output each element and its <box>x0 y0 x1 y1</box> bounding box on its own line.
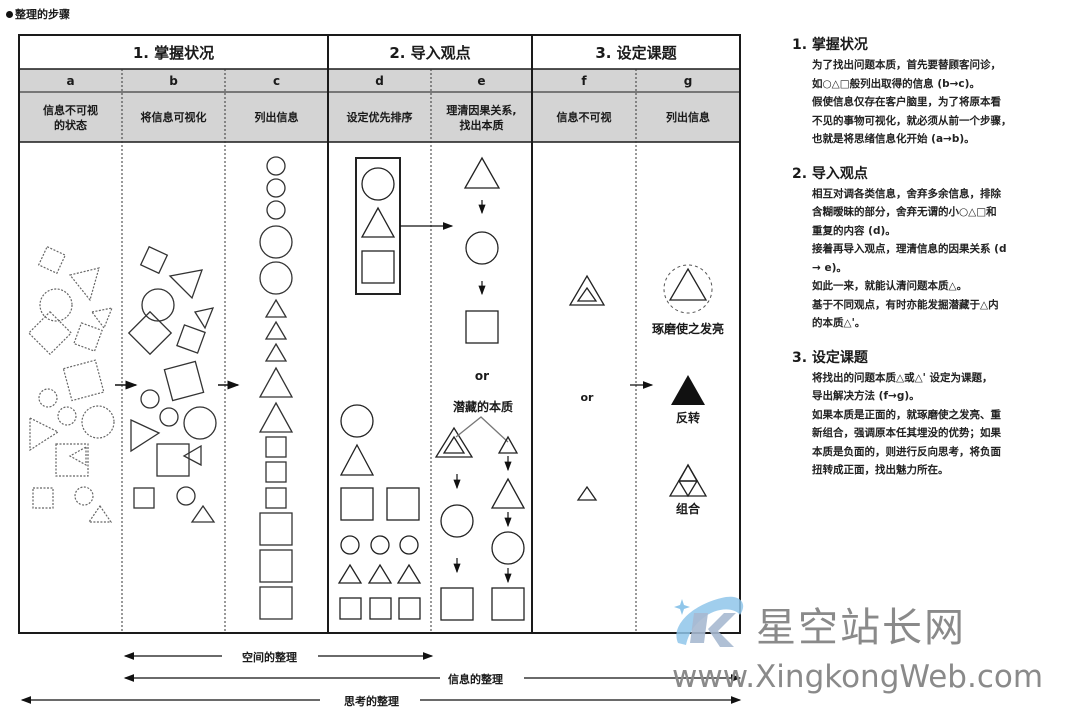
column-c-letter: c <box>272 74 281 88</box>
column-c-desc: 列出信息 <box>254 111 299 124</box>
column-d-shapes <box>337 157 422 620</box>
section-1-title: 1. 掌握状况 <box>132 43 215 62</box>
note-2-line: 含糊暧昧的部分，舍弃无谓的小○△□和 <box>812 206 997 218</box>
note-3-line: 新组合，强调原本任其埋没的优势；如果 <box>812 427 1001 439</box>
watermark-en-text: www.XingkongWeb.com <box>672 659 1044 695</box>
watermark: 星空站长网 www.XingkongWeb.com <box>664 585 1074 705</box>
column-d-letter: d <box>375 74 384 88</box>
column-c-shapes <box>258 156 294 620</box>
column-b-shapes <box>127 245 217 523</box>
column-a-shapes <box>27 245 115 523</box>
diagram-graphics <box>18 34 742 704</box>
note-1-line: 不见的事物可视化，就必须从前一个步骤， <box>812 114 1012 127</box>
note-2-line: → e)。 <box>812 261 847 274</box>
column-a-desc-line1: 信息不可视 <box>43 103 98 117</box>
page-title-text: 整理的步骤 <box>15 8 70 21</box>
xingkong-logo-icon <box>674 596 744 647</box>
column-f-shapes <box>568 274 606 501</box>
reverse-label: 反转 <box>675 411 700 425</box>
column-e-shapes <box>434 156 526 621</box>
column-b-letter: b <box>169 74 178 88</box>
column-d-desc: 设定优先排序 <box>346 111 413 124</box>
note-step-1: 1. 掌握状况 为了找出问题本质，首先要替顾客问诊， 如○△□般列出取得的信息 … <box>792 34 1072 149</box>
note-1-line: 如○△□般列出取得的信息 (b→c)。 <box>812 77 980 90</box>
note-3-line: 导出解决方法 (f→g)。 <box>812 390 920 402</box>
note-step-3: 3. 设定课题 将找出的问题本质△或△' 设定为课题， 导出解决方法 (f→g)… <box>792 347 1072 480</box>
note-2-line: 相互对调各类信息，舍弃多余信息，排除 <box>812 187 1001 200</box>
column-f-or-label: or <box>580 391 594 404</box>
note-3-line: 扭转成正面，找出魅力所在。 <box>812 464 949 476</box>
note-3-line: 本质是负面的，则进行反向思考，将负面 <box>812 445 1001 458</box>
bullet-dot-icon <box>6 11 13 18</box>
section-3-title: 3. 设定课题 <box>595 43 677 62</box>
column-a-desc: 信息不可视的状态 <box>19 93 122 142</box>
note-2-line: 接着再导入观点，理清信息的因果关系 (d <box>812 243 1007 255</box>
explanation-notes: 1. 掌握状况 为了找出问题本质，首先要替顾客问诊， 如○△□般列出取得的信息 … <box>792 34 1072 494</box>
note-1-line: 也就是将思绪信息化开始 (a→b)。 <box>812 133 975 145</box>
range-spatial-label: 空间的整理 <box>238 649 301 665</box>
column-e-or-label: or <box>474 369 490 383</box>
column-e-desc-line1: 理清因果关系, <box>446 103 517 117</box>
note-2-line: 基于不同观点，有时亦能发掘潜藏于△内 <box>812 298 999 311</box>
note-1-line: 假使信息仅存在客户脑里，为了将原本看 <box>812 96 1001 108</box>
section-2-title: 2. 导入观点 <box>389 43 471 62</box>
column-b-desc: 将信息可视化 <box>140 111 207 124</box>
note-3-line: 将找出的问题本质△或△' 设定为课题， <box>812 371 993 384</box>
hidden-essence-label: 潜藏的本质 <box>452 400 513 414</box>
column-g-letter: g <box>683 74 693 88</box>
note-1-heading: 1. 掌握状况 <box>792 37 868 53</box>
page-title: 整理的步骤 <box>6 6 70 22</box>
column-a-desc-line2: 的状态 <box>54 118 87 132</box>
note-2-line: 如此一来，就能认清问题本质△。 <box>812 280 968 292</box>
column-e-letter: e <box>477 74 486 88</box>
note-2-heading: 2. 导入观点 <box>792 165 868 182</box>
note-3-body: 将找出的问题本质△或△' 设定为课题， 导出解决方法 (f→g)。 如果本质是正… <box>812 369 1072 480</box>
column-f-letter: f <box>581 74 587 88</box>
column-e-desc: 理清因果关系,找出本质 <box>431 93 532 142</box>
watermark-cn-text: 星空站长网 <box>756 605 966 651</box>
column-e-desc-line2: 找出本质 <box>459 118 504 132</box>
note-2-line: 重复的内容 (d)。 <box>812 224 896 237</box>
note-3-heading: 3. 设定课题 <box>792 349 868 366</box>
column-f-desc: 信息不可视 <box>556 111 612 124</box>
steps-diagram: 1. 掌握状况 2. 导入观点 3. 设定课题 a b c d e f g 信息… <box>18 34 742 709</box>
note-2-line: 的本质△'。 <box>812 317 866 329</box>
combine-label: 组合 <box>675 502 700 516</box>
range-thinking-label: 思考的整理 <box>340 693 403 709</box>
note-3-line: 如果本质是正面的，就琢磨使之发亮、重 <box>812 408 1001 421</box>
polish-label: 琢磨使之发亮 <box>651 322 724 336</box>
note-step-2: 2. 导入观点 相互对调各类信息，舍弃多余信息，排除 含糊暧昧的部分，舍弃无谓的… <box>792 163 1072 333</box>
column-a-letter: a <box>66 74 75 88</box>
note-2-body: 相互对调各类信息，舍弃多余信息，排除 含糊暧昧的部分，舍弃无谓的小○△□和 重复… <box>812 185 1072 333</box>
column-g-desc: 列出信息 <box>666 111 710 124</box>
range-information-label: 信息的整理 <box>444 671 507 687</box>
note-1-line: 为了找出问题本质，首先要替顾客问诊， <box>812 59 1001 71</box>
note-1-body: 为了找出问题本质，首先要替顾客问诊， 如○△□般列出取得的信息 (b→c)。 假… <box>812 56 1072 149</box>
column-g-shapes <box>663 264 713 498</box>
